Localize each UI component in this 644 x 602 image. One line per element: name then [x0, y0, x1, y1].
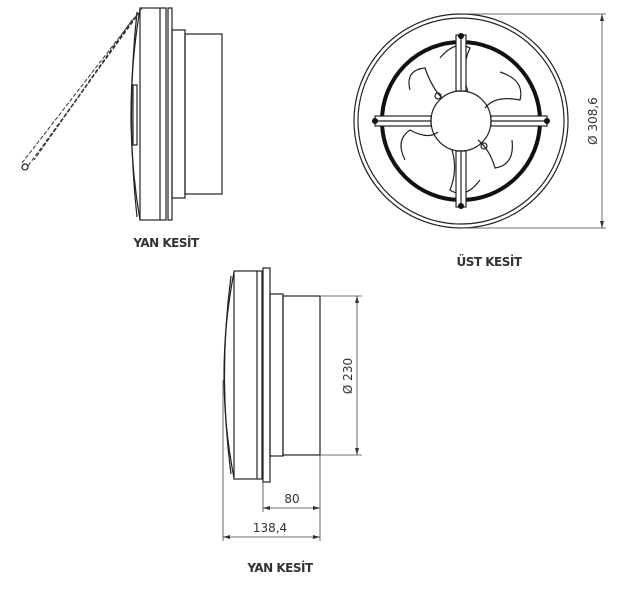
side-view-top: YAN KESİT: [21, 7, 223, 250]
duct-diameter-label: Ø 230: [341, 358, 355, 394]
top-view-label: ÜST KESİT: [456, 254, 522, 269]
grille-spokes: [374, 34, 548, 208]
cover-curve: [130, 8, 141, 221]
open-flap-dashed: [21, 7, 143, 171]
fan-blades: [400, 45, 522, 194]
side-view-label-top: YAN KESİT: [132, 235, 200, 250]
side-view-bottom: Ø 230 80 138,4 YAN KESİT: [222, 267, 362, 575]
top-view: Ø 308,6 ÜST KESİT: [353, 13, 606, 269]
duct-length-label: 80: [284, 492, 299, 506]
total-depth-label: 138,4: [253, 521, 287, 535]
diameter-dimension: Ø 308,6: [461, 13, 606, 229]
duct-diameter-dimension: Ø 230: [320, 295, 362, 456]
duct-length-dimension: 80: [262, 455, 321, 541]
side-view-label-bottom: YAN KESİT: [246, 560, 314, 575]
total-depth-dimension: 138,4: [222, 380, 320, 541]
diameter-label: Ø 308,6: [586, 97, 600, 145]
motor-hub: [430, 90, 492, 152]
